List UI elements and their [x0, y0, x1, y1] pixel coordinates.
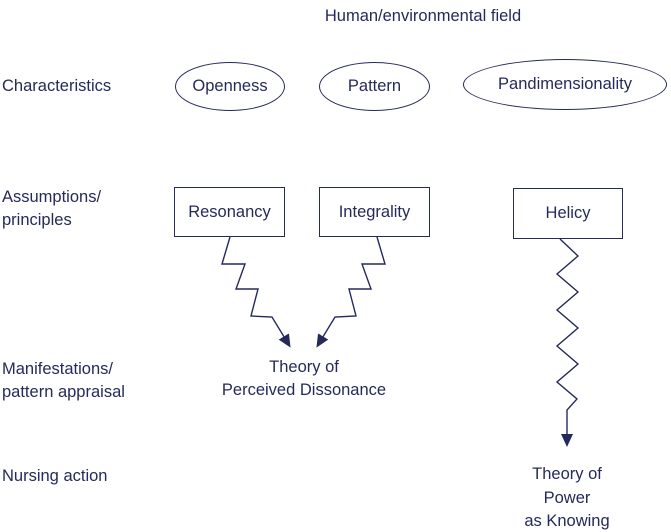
row-label-manifestations-pattern-appraisal: Manifestations/ pattern appraisal [2, 360, 125, 401]
ellipse-openness: Openness [175, 62, 285, 111]
zigzag-arrow-integrality [316, 236, 386, 348]
ellipse-pattern: Pattern [319, 62, 430, 111]
ellipse-openness-label: Openness [192, 77, 268, 95]
box-integrality: Integrality [319, 187, 430, 237]
diagram-title: Human/environmental field [324, 7, 522, 25]
row-label-nursing-action: Nursing action [2, 467, 108, 485]
box-helicy: Helicy [513, 188, 623, 239]
box-integrality-label: Integrality [338, 202, 411, 221]
box-resonancy: Resonancy [174, 187, 285, 237]
outcome-theory-of-power: Theory of Power as Knowing Participation… [524, 465, 610, 530]
box-helicy-label: Helicy [545, 204, 591, 222]
zigzag-arrow-resonancy [221, 236, 291, 348]
ellipse-pattern-label: Pattern [347, 77, 402, 95]
row-label-assumptions-principles: Assumptions/ principles [2, 188, 102, 229]
zigzag-arrow-helicy [555, 238, 580, 447]
row-label-characteristics: Characteristics [2, 77, 112, 95]
ellipse-pandimensionality-label: Pandimensionality [498, 75, 632, 93]
outcome-theory-of-perceived-dissonance: Theory of Perceived Dissonance [221, 358, 387, 399]
ellipse-pandimensionality: Pandimensionality [463, 59, 667, 110]
box-resonancy-label: Resonancy [188, 202, 271, 221]
